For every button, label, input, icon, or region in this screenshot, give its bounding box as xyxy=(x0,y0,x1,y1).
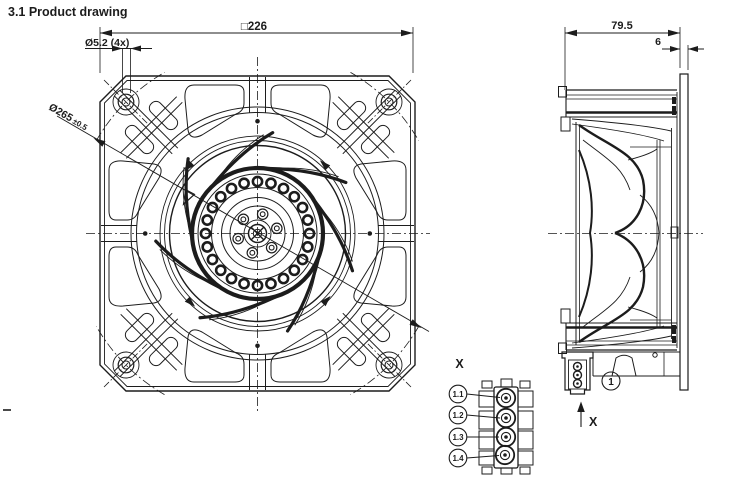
rotation-direction-arrow xyxy=(182,188,196,206)
view-direction-label: X xyxy=(589,415,598,429)
connector-callout: 1 xyxy=(601,371,621,391)
top-flange xyxy=(558,86,677,132)
impeller-profile xyxy=(571,118,672,349)
view-direction-arrow: X xyxy=(577,401,598,429)
front-view: □226 Ø5.2 (4x) Ø265±0.5 xyxy=(47,21,430,411)
dim-mounting-hole-text: Ø5.2 (4x) xyxy=(85,37,129,49)
detail-view-label: X xyxy=(455,357,464,371)
dimension-frame-square: □226 xyxy=(99,21,414,73)
connector-detail: X xyxy=(448,357,534,475)
dim-frame-square-text: □226 xyxy=(241,21,267,33)
dimension-depth: 79.5 xyxy=(564,20,681,90)
pin-labels: 1.1 1.2 1.3 1.4 xyxy=(448,384,501,468)
plug-connector-side xyxy=(561,351,594,395)
dim-plate-thickness-text: 6 xyxy=(655,36,661,48)
connector-housing xyxy=(478,378,534,475)
connector-callout-number: 1 xyxy=(608,377,614,388)
dim-depth-text: 79.5 xyxy=(611,20,632,32)
pin-label-2: 1.2 xyxy=(452,411,464,420)
connector-pins xyxy=(494,387,517,466)
dim-hole-circle-text: Ø265±0.5 xyxy=(47,101,91,133)
mounting-hole-corner xyxy=(95,71,183,159)
pin-label-1: 1.1 xyxy=(452,390,464,399)
shaft-screw xyxy=(247,223,268,244)
dimension-plate-thickness: 6 xyxy=(655,36,704,70)
front-frame-outline xyxy=(99,75,416,392)
impeller-and-rotor xyxy=(142,118,373,349)
side-view: 1 X 79.5 6 xyxy=(548,20,704,429)
pin-label-3: 1.3 xyxy=(452,433,464,442)
dimension-mounting-hole: Ø5.2 (4x) xyxy=(85,37,152,93)
pin-label-4: 1.4 xyxy=(452,454,464,463)
mounting-plate xyxy=(679,73,689,391)
motor-strip xyxy=(592,351,680,377)
section-title: 3.1 Product drawing xyxy=(8,5,127,19)
